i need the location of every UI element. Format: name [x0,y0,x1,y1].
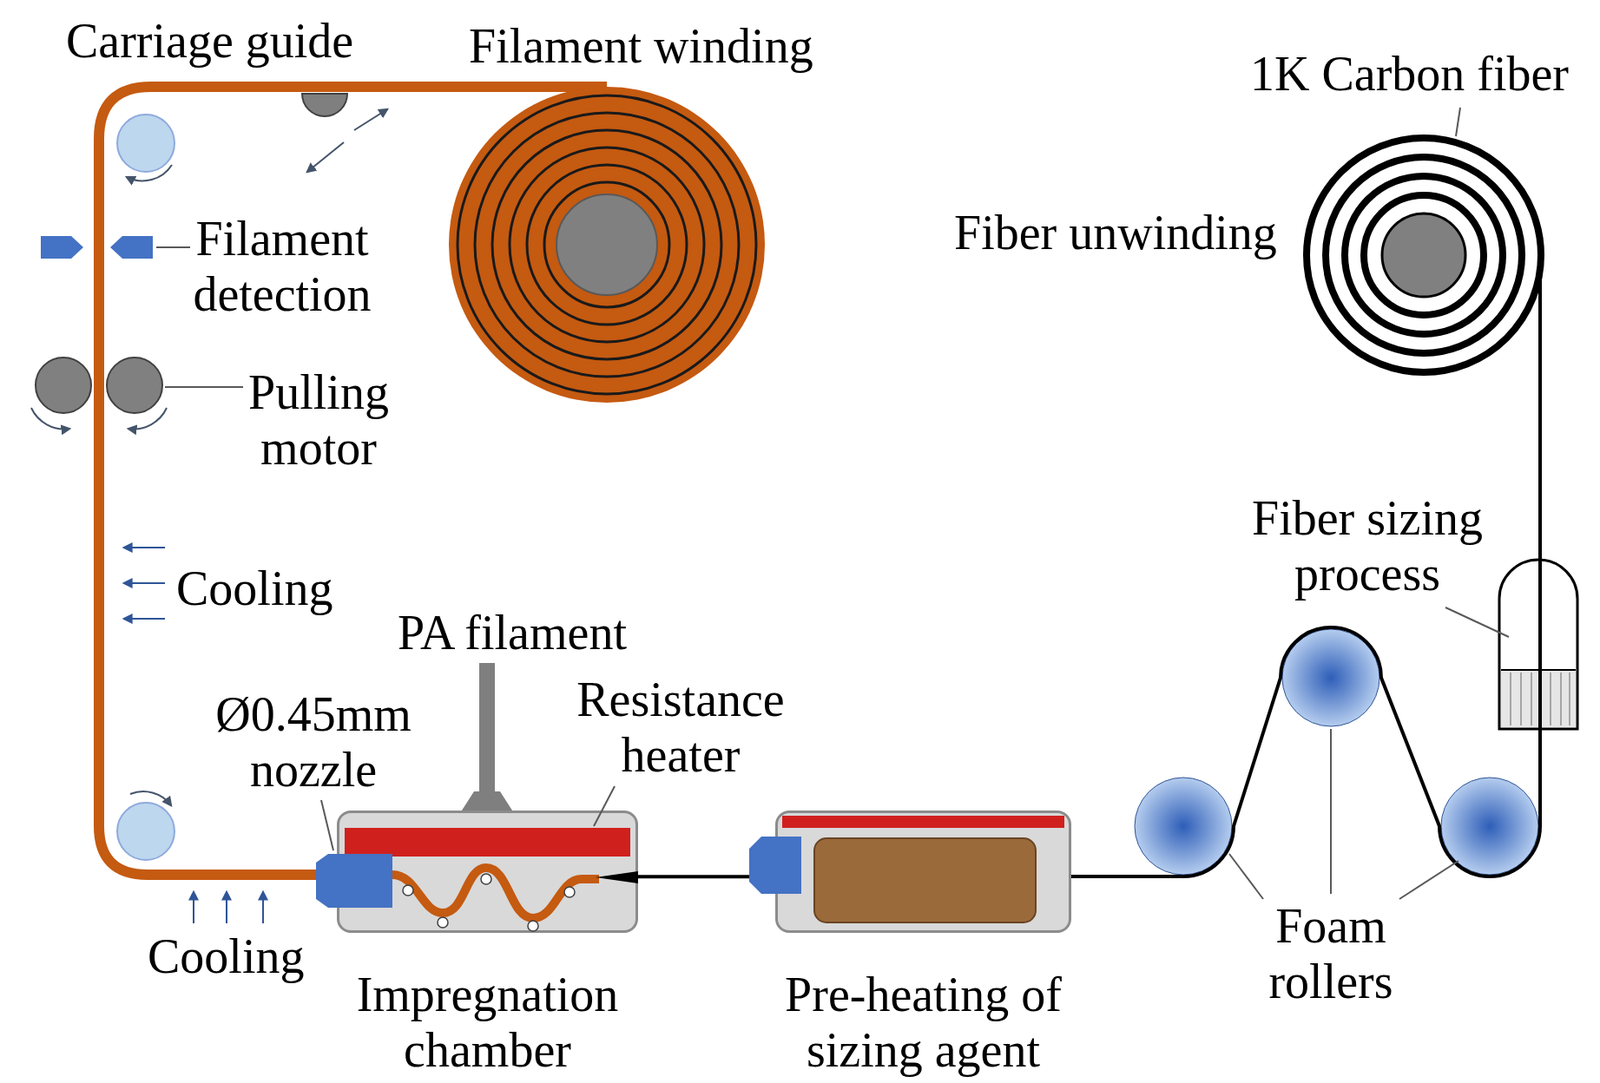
spool-ring [1363,195,1484,316]
nozzle [316,854,393,909]
rotation-arrow [128,408,167,429]
hatch-line [1549,672,1552,726]
impregnation-pin [564,887,575,898]
leader-line [593,786,615,827]
label-text: Fiber sizing process [1245,490,1489,602]
leader-line [1229,854,1264,900]
hatch-line [1560,672,1562,726]
nozzle [749,836,802,895]
leader-line [156,246,191,249]
spool-core [556,194,658,296]
impregnation-pin [402,885,414,896]
leader-line [1330,729,1332,895]
impregnation-pin [437,917,448,929]
pulling-roller [106,357,163,414]
fiber-spool [1303,134,1545,376]
cooling-arrow [124,618,165,620]
rotation-arrow [130,791,172,806]
leader-line [1445,607,1509,638]
guide-roller [117,803,175,861]
hatch-line [1568,672,1571,726]
label-text: Cooling [147,928,304,985]
spool-ring [509,147,705,343]
label-text: Cooling [176,560,333,617]
detection-sensor [110,236,153,259]
label-text: Resistance heater [567,671,794,784]
carriage-guide [302,93,348,117]
spool-ring [1344,176,1503,335]
label-text: Pulling motor [214,364,423,476]
carbon-fiber [1071,255,1541,877]
preheater-interior [775,810,1072,934]
spool-ring [492,130,722,360]
label-text: PA filament [397,605,627,661]
process-chamber: Pre-heating of sizing agent [775,810,1072,934]
cooling-arrow [192,892,195,924]
impregnation-pin [480,874,492,885]
node-caption: Impregnation chamber [314,967,662,1079]
label-text: Foam rollers [1261,898,1401,1010]
label-text: 1K Carbon fiber [1250,46,1569,102]
rotation-arrow [126,164,172,181]
spool-ring [544,182,670,308]
leader-line [164,386,244,389]
leader-line [1399,861,1459,900]
spool-core [1382,213,1466,297]
spool-ring [1325,157,1522,354]
foam-roller [1282,629,1380,727]
hatch-line [1520,672,1522,726]
leader-line [321,800,334,851]
pa-filament-rod [479,663,495,794]
resistance-heater [344,828,631,857]
motion-arrow [307,142,344,172]
leader-line [1455,107,1461,137]
label-text: Filament detection [151,210,413,323]
foam-roller [1441,777,1539,876]
spool-ring [526,164,687,325]
node-caption: Pre-heating of sizing agent [741,967,1107,1079]
label-text: Ø0.45mm nozzle [209,686,418,798]
detection-sensor [40,236,84,259]
pulling-roller [35,357,92,414]
cooling-arrow [124,582,165,585]
cooling-arrow [262,892,264,924]
motion-arrow [354,109,388,131]
label-text: Filament winding [468,18,814,74]
sizing-sponge [814,838,1036,923]
guide-roller [117,114,175,172]
impregnation-pin [527,921,539,932]
spool-ring [474,112,739,377]
winding-spool [448,86,765,403]
hatch-line [1530,672,1533,726]
spool-ring [1306,138,1541,373]
chamber-interior [336,810,639,934]
spool-ring [457,95,757,395]
cooling-arrow [225,892,228,924]
process-chamber: Impregnation chamber [336,810,639,934]
label-text: Fiber unwinding [954,204,1278,261]
fiber-inlet [595,871,639,884]
resistance-heater [782,816,1065,829]
cooling-arrow [124,546,165,549]
foam-roller [1134,777,1232,876]
rotation-arrow [31,408,70,429]
hatch-line [1509,672,1512,726]
label-text: Carriage guide [65,13,354,69]
